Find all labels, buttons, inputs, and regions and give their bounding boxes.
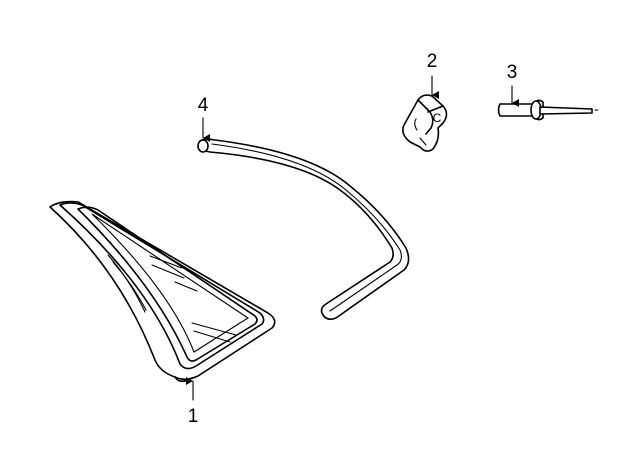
callout-label-1: 1 [188, 406, 199, 427]
rivet-part [497, 99, 599, 121]
molding-part [197, 138, 410, 320]
clip-part: C [402, 94, 448, 152]
quarter-glass-part [49, 200, 276, 383]
callout-label-2: 2 [427, 51, 438, 72]
clip-mark-text: C [433, 111, 442, 125]
callout-label-3: 3 [507, 62, 518, 83]
callout-label-4: 4 [198, 95, 209, 116]
